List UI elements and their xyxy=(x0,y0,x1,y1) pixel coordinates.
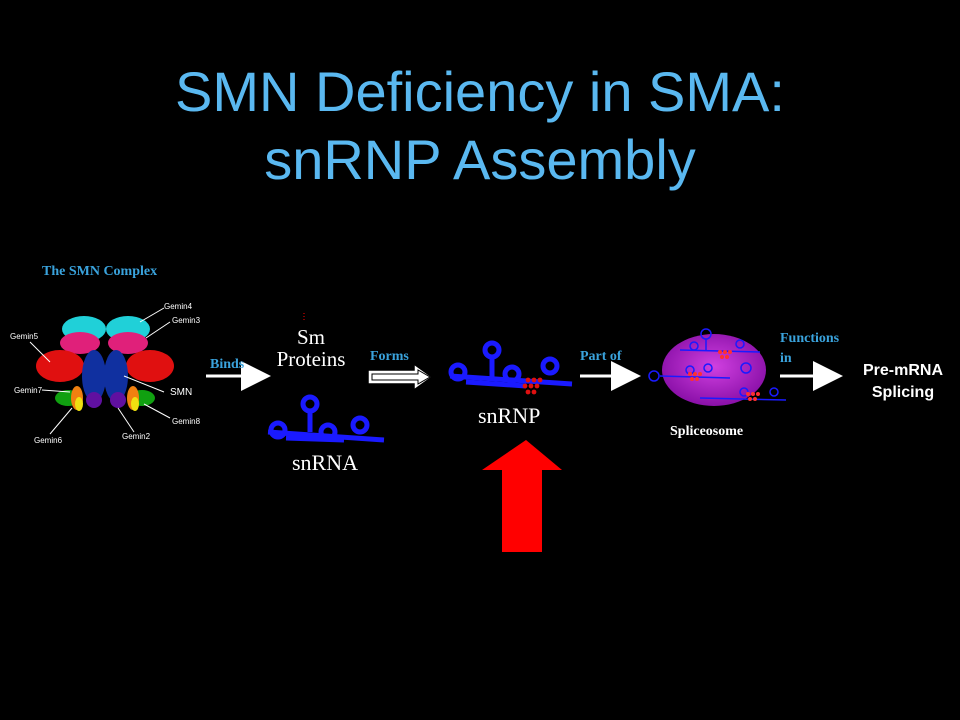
pre-mrna-line-2: Splicing xyxy=(871,384,935,401)
snrna-label: snRNA xyxy=(292,450,359,475)
gemin5-shape xyxy=(36,350,84,382)
snrnp-molecule-illustration xyxy=(448,340,573,395)
part-of-label: Part of xyxy=(580,349,622,364)
forms-label: Forms xyxy=(370,349,409,364)
label-gemin8: Gemin8 xyxy=(172,417,201,426)
smn-core-right xyxy=(104,350,128,402)
title-line-1: SMN Deficiency in SMA: xyxy=(175,60,785,123)
gemin5-shape-right xyxy=(126,350,174,382)
spliceosome-label: Spliceosome xyxy=(670,424,744,439)
red-up-arrow xyxy=(482,440,562,552)
gemin8-shape xyxy=(75,397,83,411)
label-smn: SMN xyxy=(170,387,193,398)
label-gemin3: Gemin3 xyxy=(172,316,201,325)
sm-proteins-line-2: Proteins xyxy=(276,347,346,371)
label-gemin7: Gemin7 xyxy=(14,386,43,395)
pre-mrna-line-1: Pre-mRNA xyxy=(862,362,943,379)
page-title: SMN Deficiency in SMA: snRNP Assembly xyxy=(0,58,960,194)
smn-complex-illustration xyxy=(29,307,174,435)
label-gemin6: Gemin6 xyxy=(34,436,63,445)
gemin8-shape-right xyxy=(131,397,139,411)
smn-complex-heading: The SMN Complex xyxy=(42,264,158,279)
functions-line-1: Functions xyxy=(780,331,840,346)
spliceosome-illustration xyxy=(648,328,787,406)
title-line-2: snRNP Assembly xyxy=(264,128,696,191)
gemin2-shape-right xyxy=(110,392,126,408)
functions-line-2: in xyxy=(780,351,792,366)
gemin3-shape xyxy=(60,332,100,354)
functions-in-label: Functions in xyxy=(780,329,839,369)
forms-arrow xyxy=(367,362,434,392)
sm-proteins-line-1: Sm xyxy=(296,325,325,349)
label-gemin2: Gemin2 xyxy=(122,432,151,441)
smn-core-left xyxy=(82,350,106,402)
pre-mrna-splicing-label: Pre-mRNA Splicing xyxy=(846,360,960,404)
snrna-molecule-illustration xyxy=(267,394,385,443)
label-gemin4: Gemin4 xyxy=(164,302,193,311)
sm-proteins-label: Sm Proteins xyxy=(276,326,346,370)
gemin3-shape-right xyxy=(108,332,148,354)
snrnp-label: snRNP xyxy=(478,403,541,428)
binds-label: Binds xyxy=(210,357,245,372)
gemin2-shape xyxy=(86,392,102,408)
label-gemin5: Gemin5 xyxy=(10,332,39,341)
